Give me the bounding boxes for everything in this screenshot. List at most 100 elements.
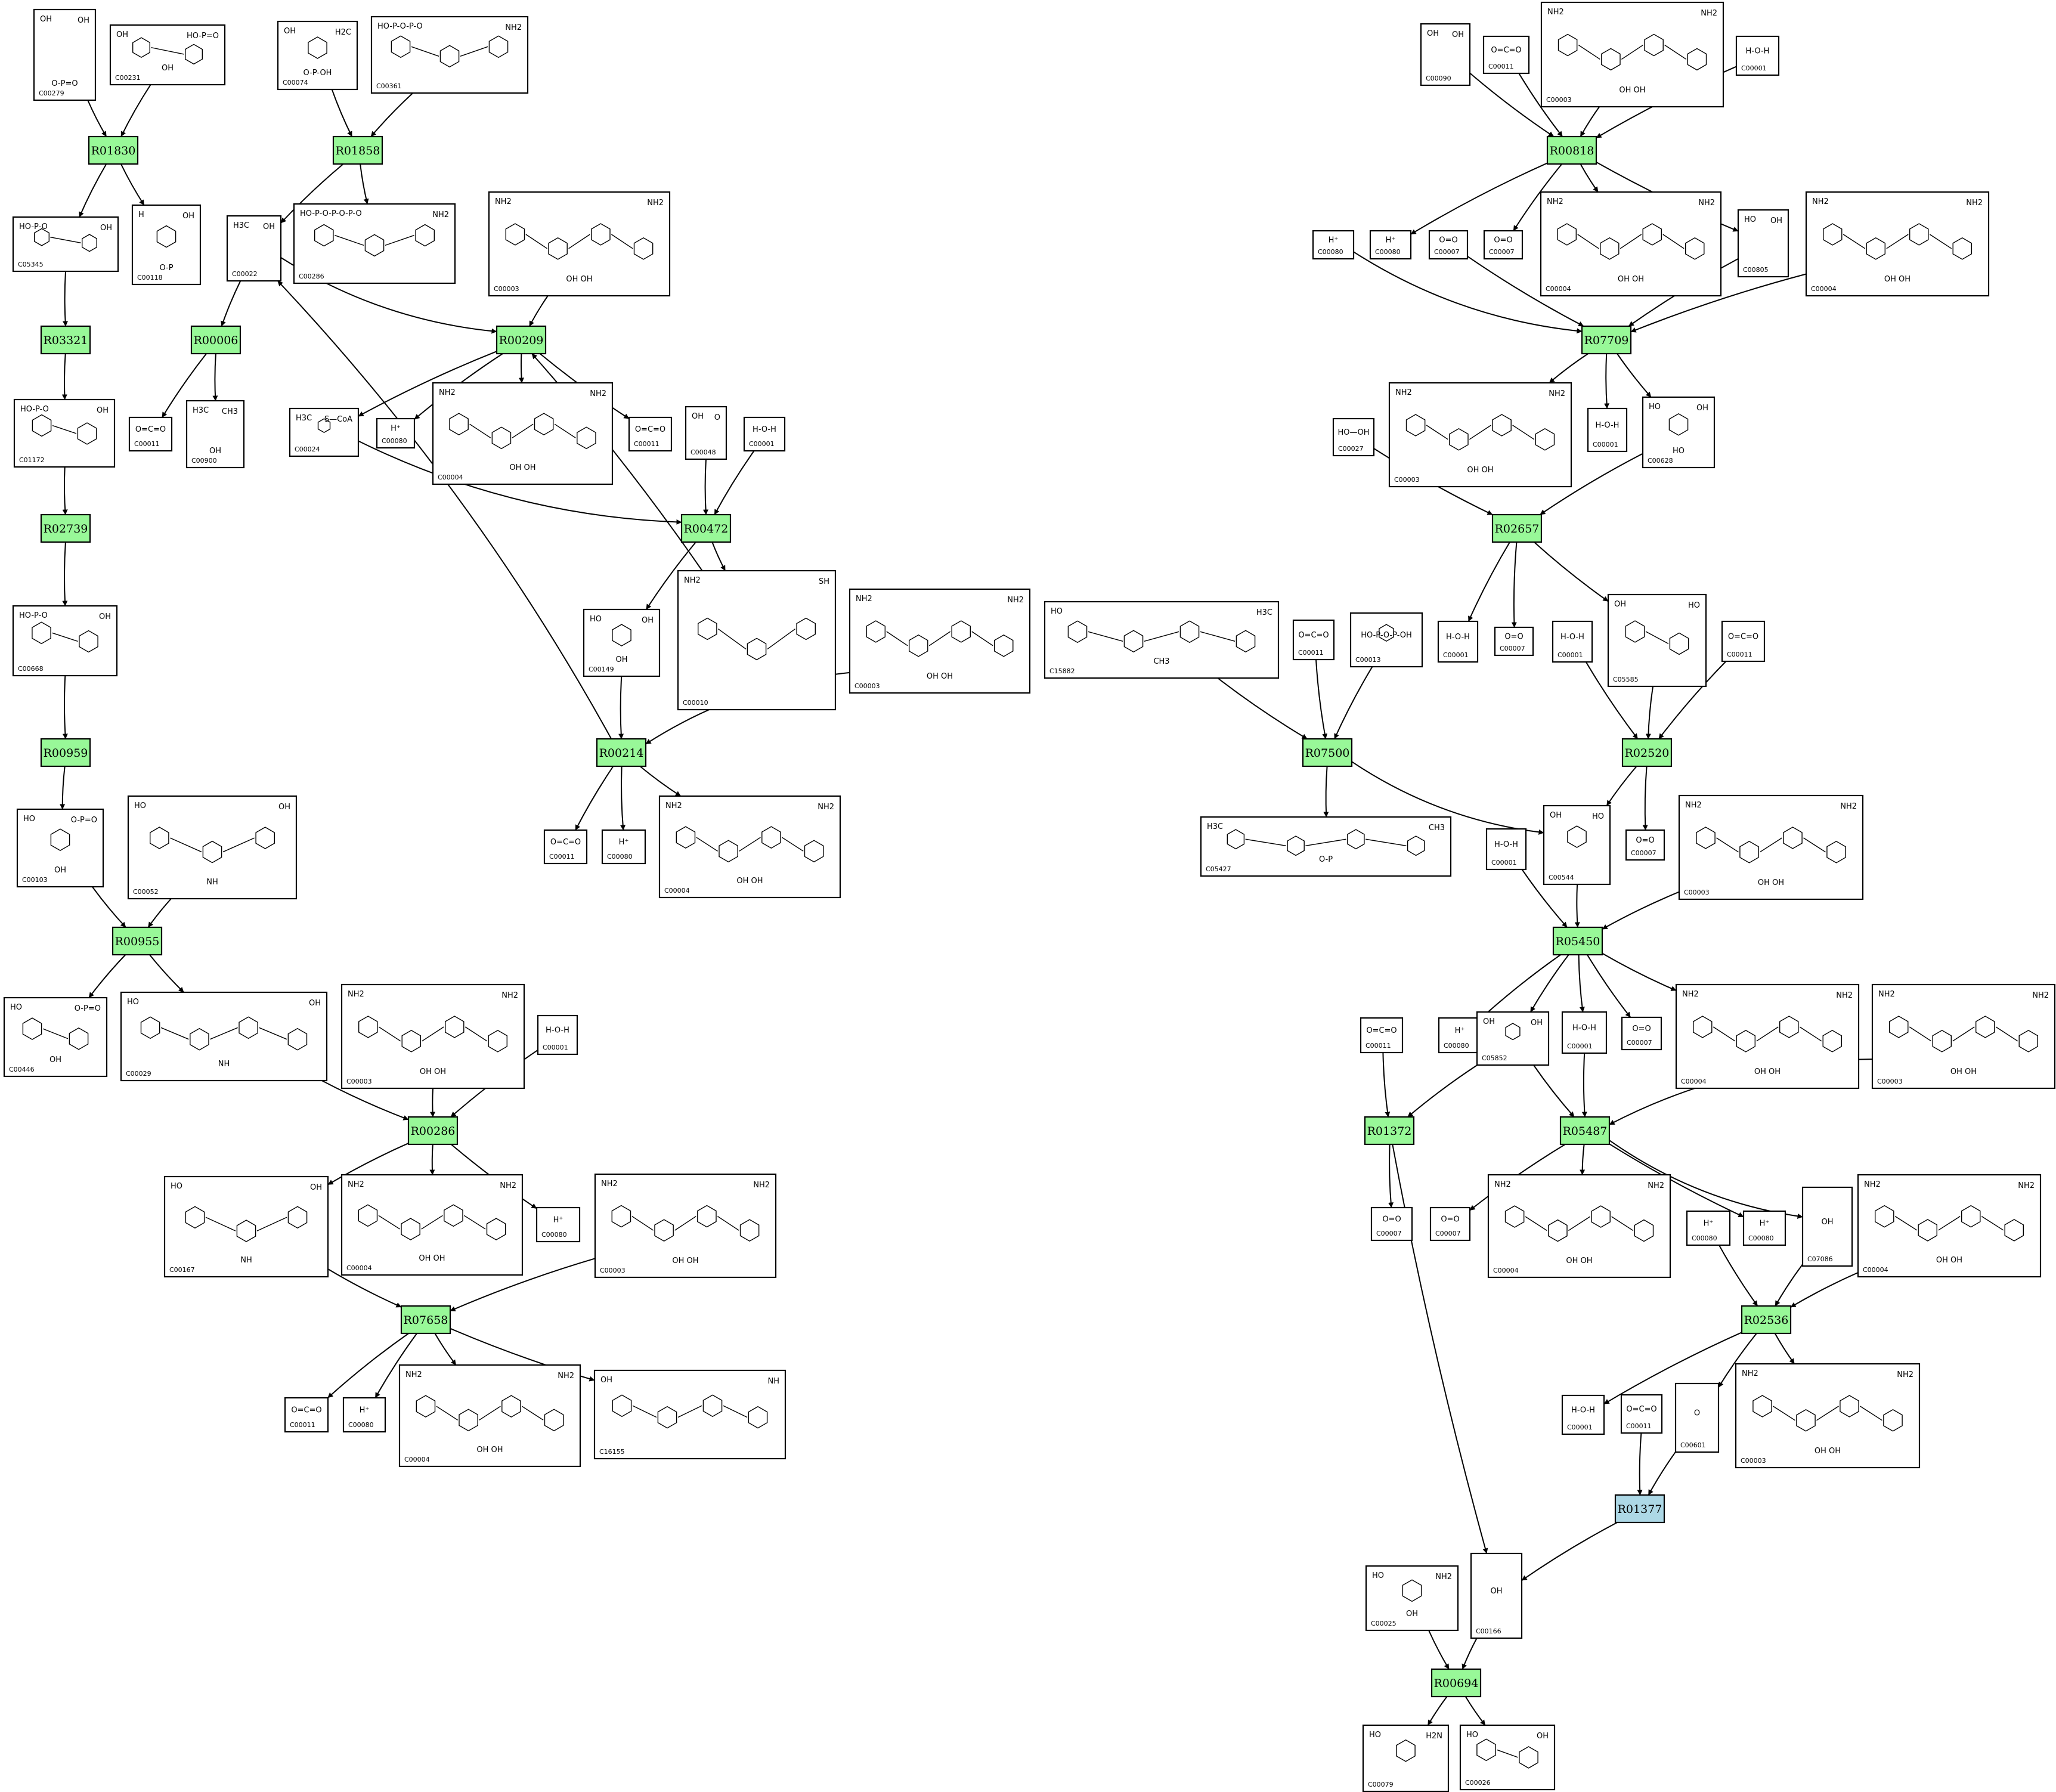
- reaction-node[interactable]: R01377: [1614, 1494, 1665, 1524]
- reaction-node[interactable]: R02657: [1491, 513, 1543, 543]
- reaction-node[interactable]: R02536: [1741, 1305, 1792, 1335]
- reaction-node[interactable]: R00955: [112, 926, 163, 956]
- reaction-node[interactable]: R07500: [1302, 738, 1353, 767]
- compound-node[interactable]: H⁺C00080: [1438, 1017, 1482, 1054]
- reaction-node[interactable]: R01830: [88, 135, 139, 165]
- reaction-node[interactable]: R02739: [40, 513, 91, 543]
- reaction-node[interactable]: R05487: [1559, 1116, 1611, 1146]
- reaction-node[interactable]: R02520: [1621, 738, 1673, 767]
- compound-node[interactable]: H⁺C00080: [535, 1206, 581, 1243]
- reaction-node[interactable]: R01372: [1364, 1116, 1415, 1146]
- compound-node[interactable]: H⁺C00080: [1742, 1210, 1786, 1246]
- reaction-node[interactable]: R00006: [190, 325, 241, 355]
- reaction-node[interactable]: R00214: [596, 738, 647, 767]
- reaction-node[interactable]: R05450: [1552, 926, 1603, 956]
- reaction-node[interactable]: R00286: [407, 1116, 459, 1146]
- reaction-node[interactable]: R03321: [40, 325, 91, 355]
- compound-node[interactable]: H⁺C00080: [1312, 230, 1355, 260]
- reaction-node[interactable]: R00472: [680, 513, 732, 543]
- reaction-node[interactable]: R00959: [40, 738, 91, 767]
- reaction-node[interactable]: R01858: [332, 135, 383, 165]
- compound-node[interactable]: H⁺C00080: [601, 829, 646, 865]
- reaction-node[interactable]: R00694: [1430, 1668, 1482, 1698]
- compound-node[interactable]: H⁺C00080: [342, 1397, 386, 1433]
- compound-node[interactable]: H⁺C00080: [376, 417, 416, 449]
- compound-node[interactable]: H⁺C00080: [1369, 230, 1412, 260]
